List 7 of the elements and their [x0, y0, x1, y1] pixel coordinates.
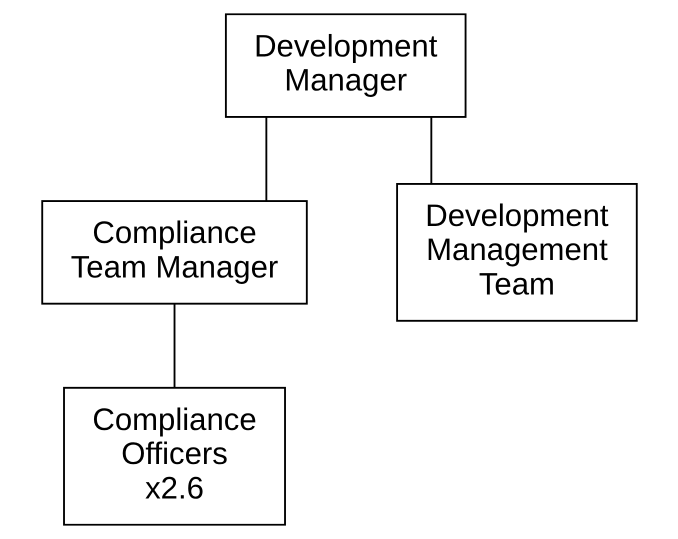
node-box: Compliance Team Manager: [40, 200, 308, 305]
node-box: Development Management Team: [396, 182, 638, 322]
node-box: Compliance Officers x2.6: [62, 386, 286, 526]
connector: [173, 304, 175, 388]
connector: [430, 117, 432, 184]
connector: [264, 117, 267, 202]
node-box: Development Manager: [224, 13, 466, 118]
